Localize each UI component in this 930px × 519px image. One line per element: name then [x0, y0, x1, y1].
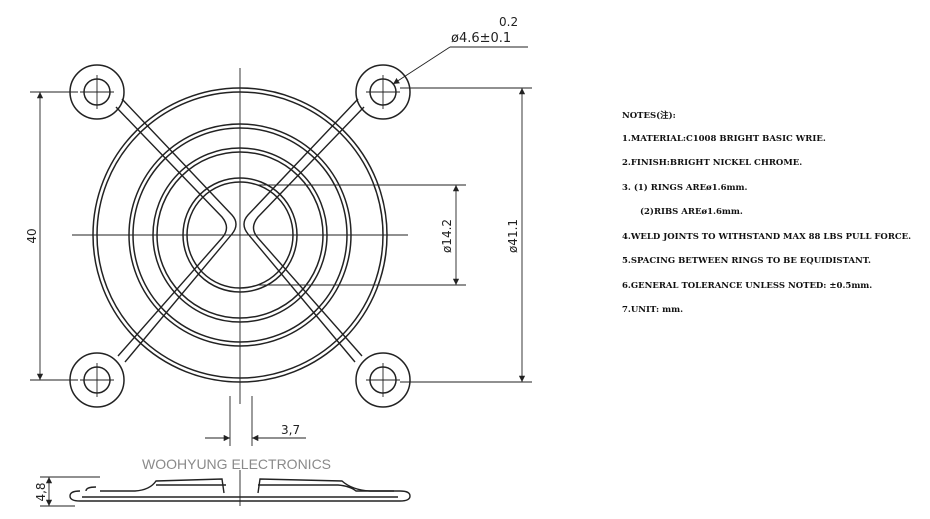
note-item: 4.WELD JOINTS TO WITHSTAND MAX 88 LBS PU…	[622, 231, 912, 242]
notes-block: NOTES(注): 1.MATERIAL:C1008 BRIGHT BASIC …	[622, 109, 911, 330]
note-item: 3. (1) RINGS AREø1.6mm.	[622, 182, 748, 193]
dim-outer-diameter-label: ø41.1	[506, 219, 520, 253]
dim-thickness-label: 4,8	[34, 482, 48, 501]
dimension-height-40	[30, 91, 78, 381]
brand-label: WOOHYUNG ELECTRONICS	[142, 456, 331, 472]
note-item: 7.UNIT: mm.	[622, 305, 684, 315]
note-item: 1.MATERIAL:C1008 BRIGHT BASIC WRIE.	[622, 133, 826, 144]
note-item: 5.SPACING BETWEEN RINGS TO BE EQUIDISTAN…	[622, 256, 871, 266]
center-lines	[72, 68, 408, 404]
fan-guard-side-view	[69, 470, 411, 506]
dimension-outer-diameter	[400, 87, 532, 383]
dim-hole-diameter: ø4.6±0.1	[451, 31, 511, 46]
dimension-thickness	[40, 476, 100, 507]
note-item: (2)RIBS AREø1.6mm.	[640, 207, 743, 217]
dim-hole-tolerance: 0.2	[499, 15, 518, 29]
fan-guard-front-view	[69, 64, 411, 408]
notes-title: NOTES(注):	[622, 111, 676, 121]
dim-inner-ring-label: ø14.2	[440, 219, 454, 253]
dim-height-label: 40	[25, 228, 39, 243]
dimension-inner-ring	[258, 184, 466, 286]
note-item: 6.GENERAL TOLERANCE UNLESS NOTED: ±0.5mm…	[622, 280, 873, 291]
dim-rib-offset-label: 3,7	[281, 423, 300, 437]
dimension-rib-offset	[205, 396, 306, 446]
dimension-hole-leader	[392, 46, 528, 85]
note-item: 2.FINISH:BRIGHT NICKEL CHROME.	[622, 158, 803, 168]
guard-ribs	[115, 98, 365, 363]
